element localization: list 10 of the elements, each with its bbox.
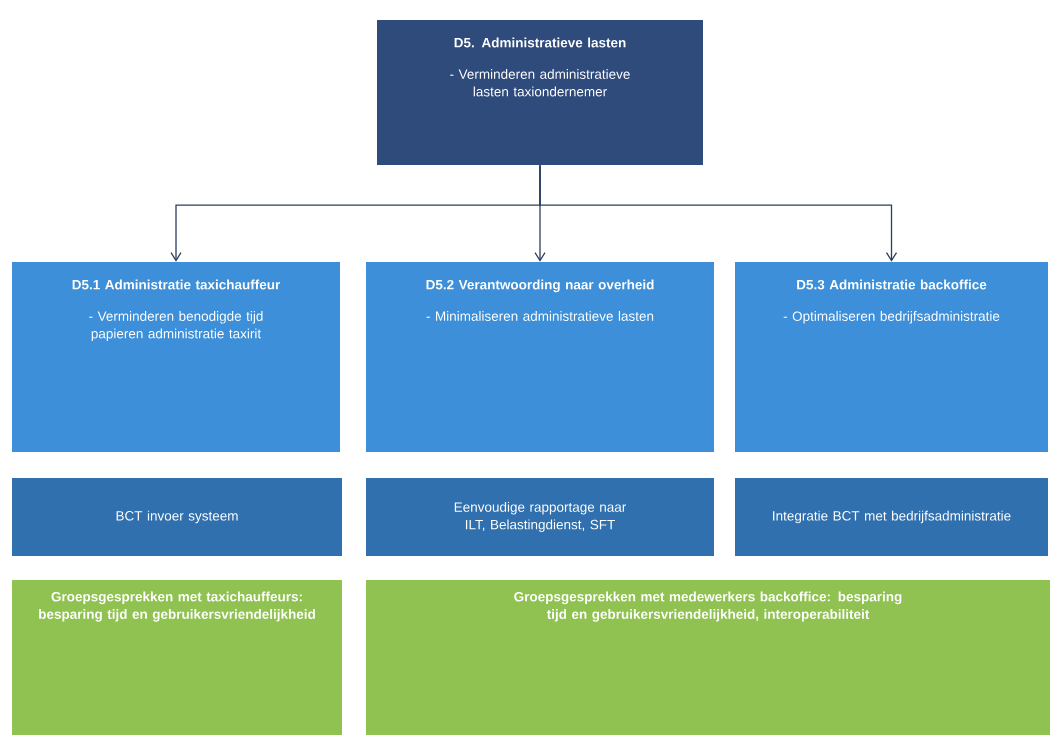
category-box: D5.3 Administratie backoffice - Optimaliseren bedrijfsadministratie [735,262,1048,452]
category-box: D5.2 Verantwoording naar overheid - Minimaliseren administratieve lasten [366,262,714,452]
arrow [539,164,898,262]
title-box: D5. Administratieve lasten - Verminderen administratieve lasten taxiondernemer [377,20,703,165]
finding-box: Groepsgesprekken met medewerkers backoffice: besparing tijd en gebruikersvriendelijkheid, interoperabiliteit [366,580,1050,735]
system-box: Integratie BCT met bedrijfsadministratie [735,478,1048,556]
system-box: Eenvoudige rapportage naar ILT, Belastingdienst, SFT [366,478,714,556]
category-box: D5.1 Administratie taxichauffeur - Verminderen benodigde tijd papieren administratie taxirit [12,262,340,452]
system-box: BCT invoer systeem [12,478,342,556]
finding-box: Groepsgesprekken met taxichauffeurs: besparing tijd en gebruikersvriendelijkheid [12,580,342,735]
